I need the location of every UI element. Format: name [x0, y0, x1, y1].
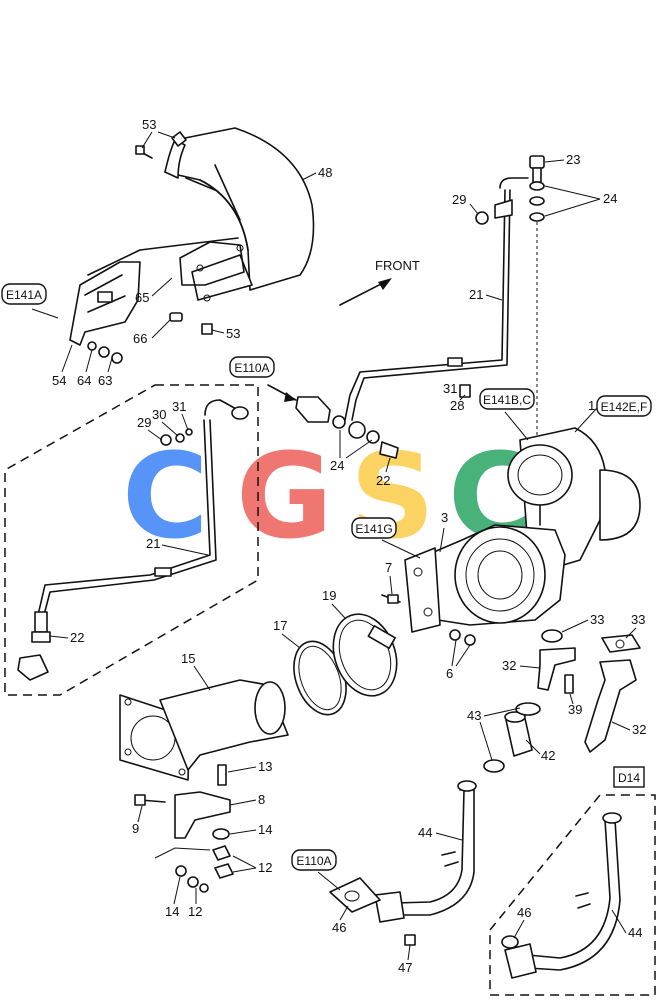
part-label-29b: 29 — [137, 415, 151, 430]
front-arrow — [339, 278, 392, 306]
v-band-clamps — [293, 613, 398, 716]
part-label-24: 24 — [603, 191, 617, 206]
part-label-64: 64 — [77, 373, 91, 388]
ref-e141a: E141A — [1, 283, 59, 319]
part-label-43: 43 — [467, 708, 481, 723]
option-box-right — [489, 794, 656, 996]
svg-text:E141A: E141A — [6, 288, 42, 302]
drain-pipe-alt — [501, 812, 622, 979]
part-label-31: 31 — [443, 381, 457, 396]
part-label-44b: 44 — [628, 925, 642, 940]
part-label-15: 15 — [181, 651, 195, 666]
part-label-53b: 53 — [226, 326, 240, 341]
part-label-23: 23 — [566, 152, 580, 167]
part-label-33b: 33 — [631, 612, 645, 627]
oil-line-alt — [17, 399, 249, 681]
svg-text:D14: D14 — [618, 771, 640, 785]
part-label-24b: 24 — [330, 458, 344, 473]
part-label-44: 44 — [418, 825, 432, 840]
part-label-32b: 32 — [632, 722, 646, 737]
drain-pipe — [329, 780, 477, 946]
part-label-33: 33 — [590, 612, 604, 627]
part-label-63: 63 — [98, 373, 112, 388]
ref-e141bc: E141B,C — [479, 388, 535, 441]
part-label-42: 42 — [541, 748, 555, 763]
exhaust-elbow — [119, 679, 289, 781]
part-label-31b: 31 — [172, 399, 186, 414]
part-label-3: 3 — [441, 510, 448, 525]
watermark-letter-2: G — [236, 427, 333, 565]
part-label-32: 32 — [502, 658, 516, 673]
part-label-14: 14 — [258, 822, 272, 837]
svg-text:E141B,C: E141B,C — [483, 393, 531, 407]
part-label-47: 47 — [398, 960, 412, 975]
part-label-29: 29 — [452, 192, 466, 207]
svg-text:E110A: E110A — [296, 854, 331, 868]
part-label-28: 28 — [450, 398, 464, 413]
oil-drain-parts — [483, 629, 641, 773]
part-label-1: 1 — [588, 398, 595, 413]
part-label-21: 21 — [469, 287, 483, 302]
part-label-54: 54 — [52, 373, 66, 388]
option-box-left — [4, 384, 259, 696]
ref-e110a-bottom: E110A — [291, 849, 341, 891]
part-label-66: 66 — [133, 331, 147, 346]
stud-13 — [217, 764, 227, 786]
turbocharger — [404, 427, 641, 633]
part-label-30: 30 — [152, 407, 166, 422]
part-label-46b: 46 — [517, 905, 531, 920]
nut-6a — [449, 629, 461, 641]
shield-bracket — [69, 237, 239, 364]
part-number-labels: 53 48 65 66 53 54 64 63 23 24 29 21 31 2… — [49, 117, 646, 975]
oil-line-fitting — [267, 384, 399, 459]
svg-text:E110A: E110A — [234, 361, 269, 375]
part-label-6: 6 — [446, 666, 453, 681]
part-label-14b: 14 — [165, 904, 179, 919]
turbo-stud — [381, 594, 401, 604]
part-label-8: 8 — [258, 792, 265, 807]
ref-e110a-top: E110A — [229, 356, 275, 378]
part-label-7: 7 — [385, 560, 392, 575]
ref-d14: D14 — [613, 766, 645, 788]
part-label-48: 48 — [318, 165, 332, 180]
shield-bolts — [169, 312, 213, 335]
part-label-17: 17 — [273, 618, 287, 633]
oil-feed-line — [344, 155, 545, 480]
part-label-21b: 21 — [146, 536, 160, 551]
ref-e142ef: E142E,F — [574, 395, 652, 433]
svg-text:E142E,F: E142E,F — [601, 400, 648, 414]
svg-text:E141G: E141G — [355, 522, 392, 536]
part-label-19: 19 — [322, 588, 336, 603]
part-label-22b: 22 — [376, 473, 390, 488]
part-label-22: 22 — [70, 630, 84, 645]
part-label-13: 13 — [258, 759, 272, 774]
part-label-65: 65 — [135, 290, 149, 305]
part-label-12: 12 — [258, 860, 272, 875]
ref-e141g: E141G — [351, 517, 421, 559]
part-label-53: 53 — [142, 117, 156, 132]
part-label-46: 46 — [332, 920, 346, 935]
part-label-9: 9 — [132, 821, 139, 836]
nut-6b — [464, 634, 476, 646]
part-label-12b: 12 — [188, 904, 202, 919]
front-label: FRONT — [375, 258, 420, 273]
watermark-letter-1: C — [122, 427, 209, 565]
elbow-bracket — [134, 791, 234, 893]
heat-shield — [135, 127, 315, 302]
part-label-39: 39 — [568, 702, 582, 717]
